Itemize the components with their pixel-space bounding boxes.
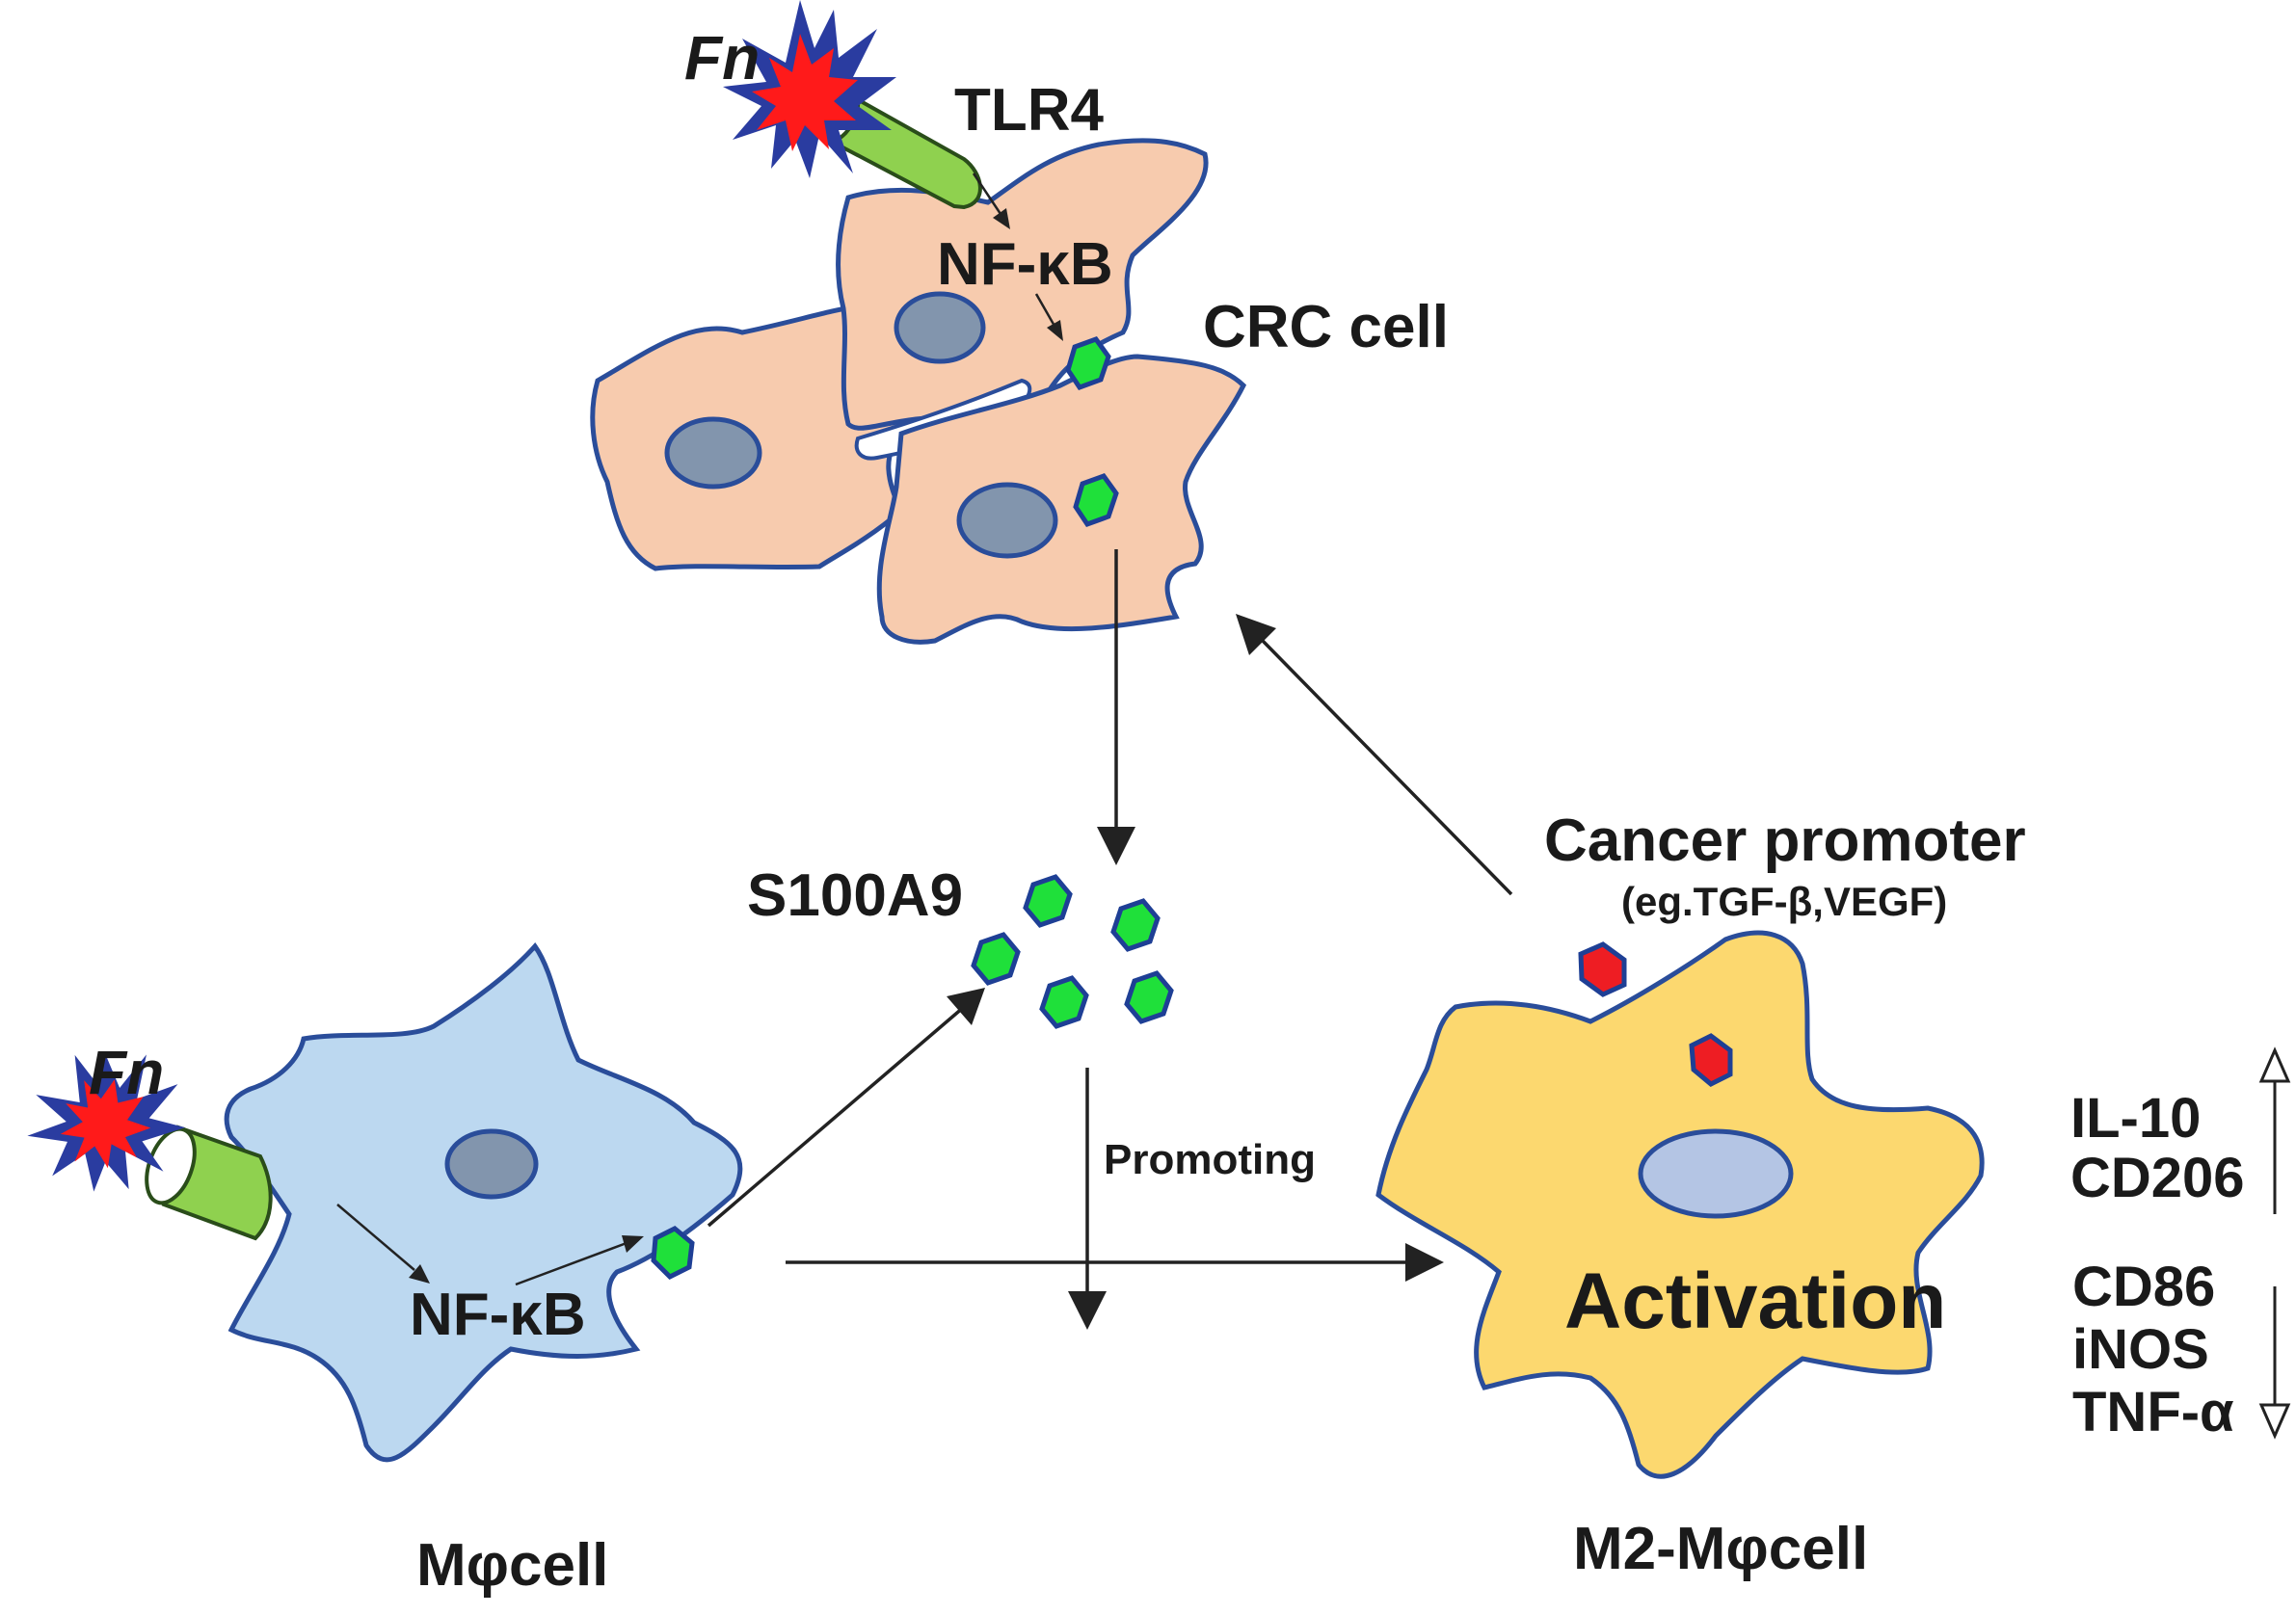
edge-m2-to-crc [1236,614,1513,896]
crc-cell-cluster [590,138,1247,645]
marker-cd86: CD86 [2072,1256,2215,1318]
cancer-promoter-granule-icon [1578,941,1627,997]
bacterium-burst-icon [723,0,896,178]
m2-nucleus [1638,1128,1794,1219]
cancer-promoter-examples-label: (eg.TGF-β,VEGF) [1621,879,1947,924]
edge-receptor-to-nfkb-macrophage [336,1204,430,1284]
edge-macrophage-to-m2 [786,1243,1444,1282]
marker-tnfa: TNF-α [2072,1381,2234,1443]
macrophage-nucleus [444,1128,539,1200]
s100a9-granule-icon [1124,970,1174,1024]
crc-nucleus-bottom [956,482,1058,559]
edge-crc-to-s100a9 [1097,549,1135,865]
nfkb-label-macrophage: NF-κB [410,1282,586,1348]
marker-il10: IL-10 [2070,1087,2201,1150]
edge-nfkb-to-s100a9-crc [1034,293,1063,341]
s100a9-granule-icon [651,1226,695,1281]
s100a9-granule-icon [971,932,1021,986]
cancer-promoter-granule-icon [1689,1033,1733,1087]
tlr4-label: TLR4 [954,77,1105,144]
edge-tlr4-to-nfkb [972,172,1010,229]
nfkb-label-crc: NF-κB [937,231,1113,298]
crc-cell-label: CRC cell [1203,294,1449,360]
promoting-label: Promoting [1104,1136,1316,1183]
s100a9-granule-icon [1073,473,1119,528]
down-markers: CD86 iNOS TNF-α [2072,1256,2291,1443]
down-arrow-icon [2258,1286,2291,1440]
m2-macrophage-cell [1375,930,1985,1479]
s100a9-granule-icon [1110,898,1161,952]
edge-s100a9-promoting [1068,1068,1107,1330]
fn-label-left: Fn [89,1038,164,1107]
crc-nucleus-left [664,416,762,490]
activation-label: Activation [1564,1258,1946,1345]
s100a9-granule-icon [1023,874,1073,928]
s100a9-label: S100A9 [747,862,963,929]
bacterium-burst-icon [27,1052,186,1192]
edge-nfkb-to-s100a9-macrophage [515,1235,644,1286]
marker-cd206: CD206 [2070,1147,2245,1209]
macrophage-cell [224,942,743,1463]
up-arrow-icon [2258,1046,2291,1214]
s100a9-granule-cluster [971,874,1174,1029]
cancer-promoter-label: Cancer promoter [1544,808,2026,874]
up-markers: IL-10 CD206 [2070,1046,2291,1214]
s100a9-granule-icon [1065,336,1111,391]
fn-label-top: Fn [684,23,760,93]
marker-inos: iNOS [2072,1318,2209,1381]
m2-macrophage-cell-label: M2-Mφcell [1573,1516,1868,1582]
crc-nucleus-top [894,291,986,364]
edge-macrophage-to-s100a9 [707,988,985,1228]
macrophage-cell-label: Mφcell [416,1532,608,1599]
s100a9-granule-icon [1039,975,1089,1029]
